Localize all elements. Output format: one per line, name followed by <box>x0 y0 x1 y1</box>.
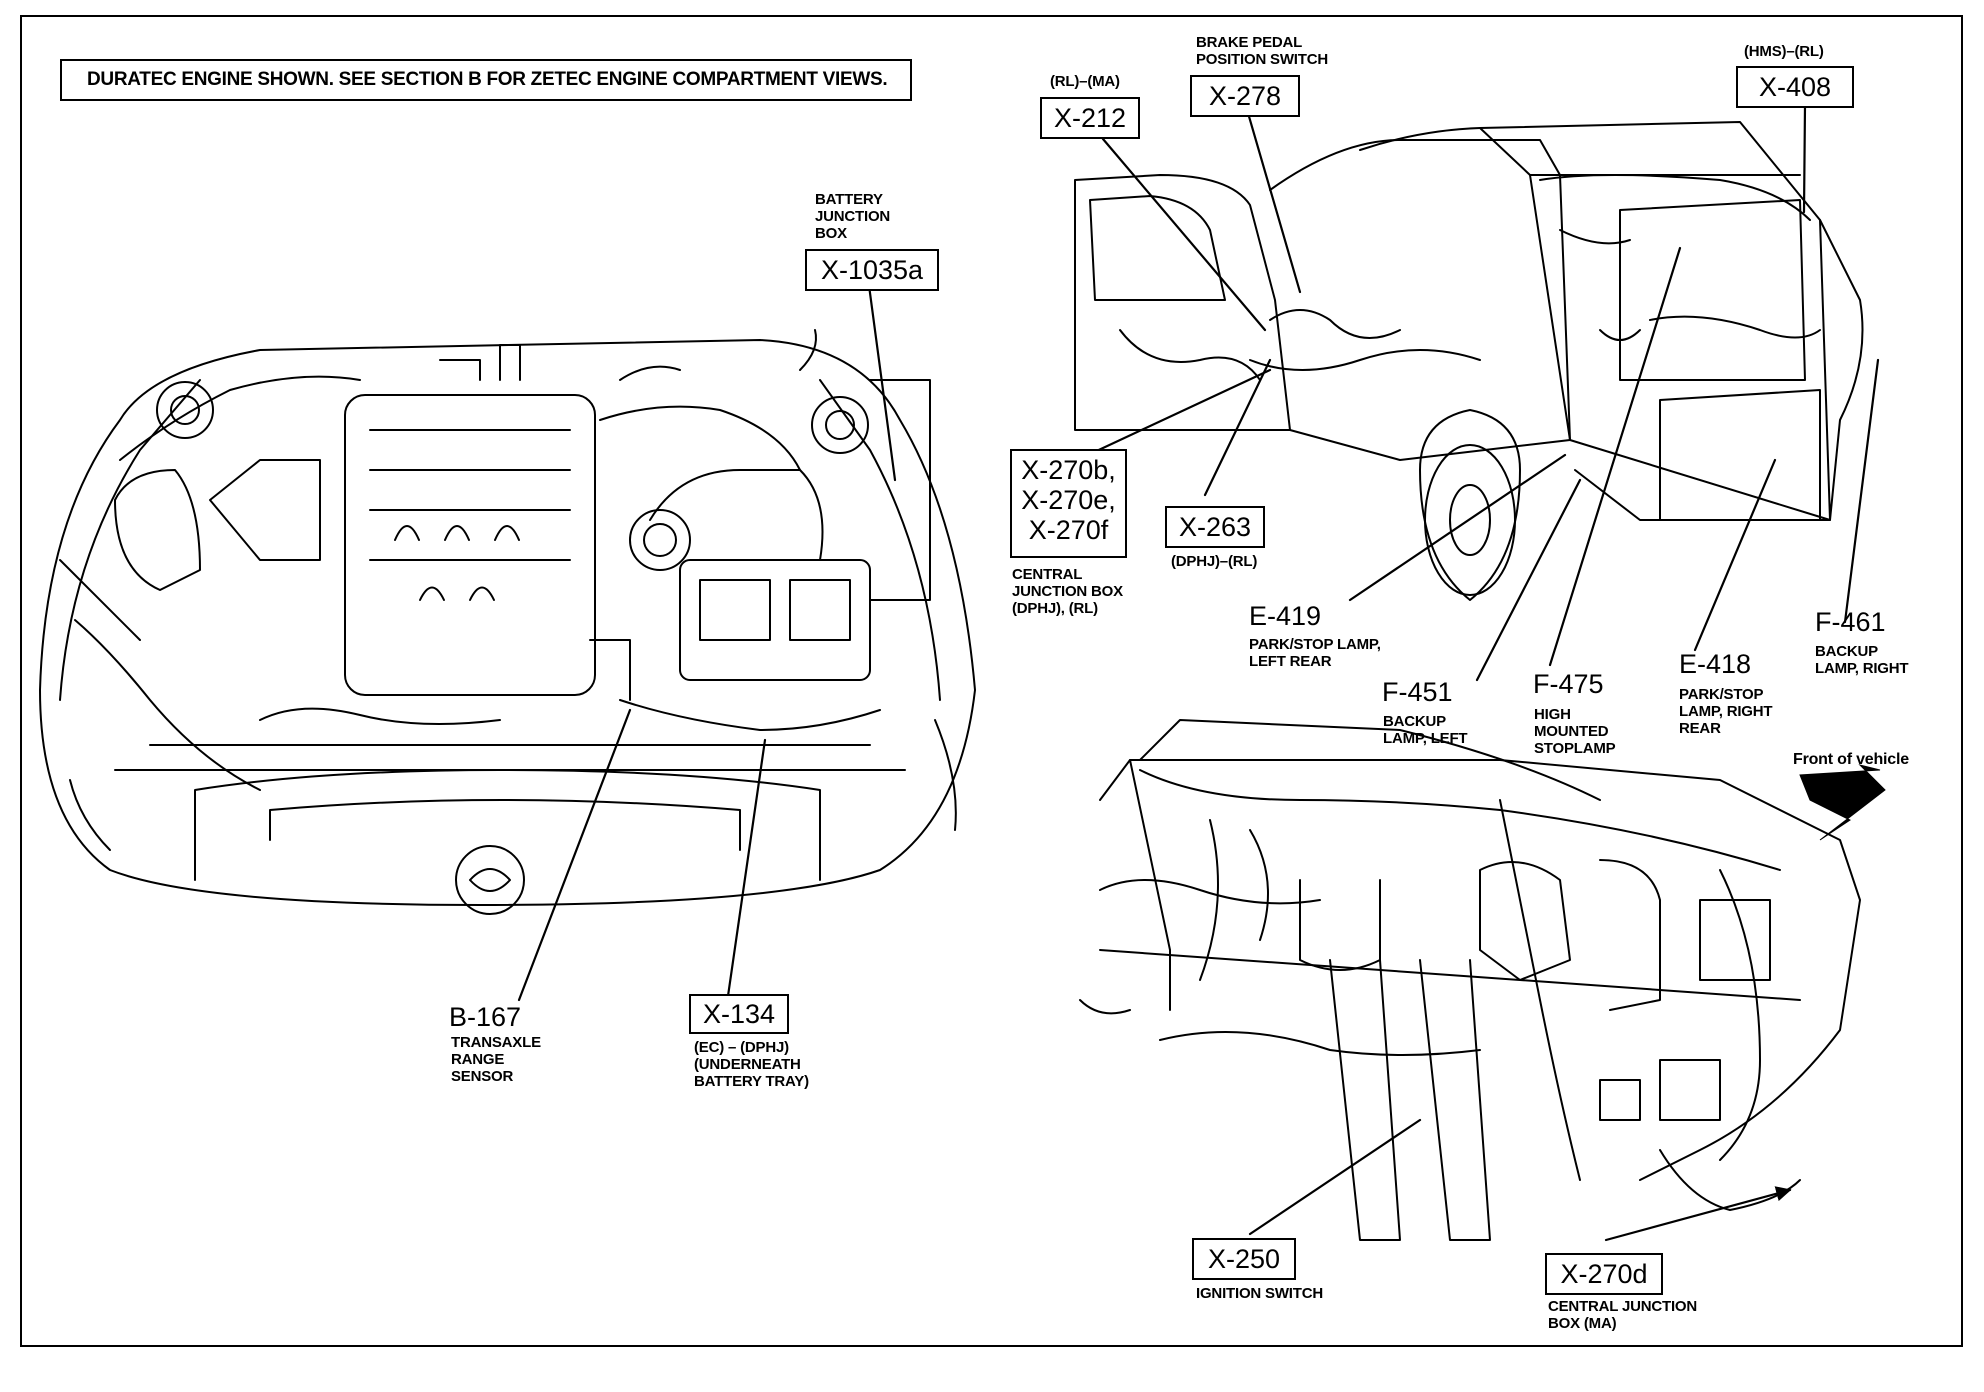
e419-label: E-419 <box>1249 601 1322 631</box>
leader-x134 <box>726 738 767 998</box>
connector-x278: X-278 <box>1190 75 1300 117</box>
leader-x263 <box>1203 358 1272 497</box>
leader-e418 <box>1693 458 1777 652</box>
connector-x250: X-250 <box>1192 1238 1296 1280</box>
vehicle-body-drawing <box>1074 121 1864 601</box>
header-note: DURATEC ENGINE SHOWN. SEE SECTION B FOR … <box>60 59 912 101</box>
x250-desc: IGNITION SWITCH <box>1196 1285 1323 1302</box>
leader-x212 <box>1101 137 1267 332</box>
leader-x278 <box>1246 111 1302 294</box>
connector-x270b-e-f: X-270b,X-270e,X-270f <box>1010 449 1127 558</box>
leader-x270d <box>1604 1186 1792 1242</box>
leader-x250 <box>1248 1118 1422 1236</box>
connector-x408: X-408 <box>1736 66 1854 108</box>
leader-b167 <box>517 708 632 1002</box>
front-arrow-icon <box>1799 764 1886 841</box>
connector-x270d: X-270d <box>1545 1253 1663 1295</box>
e419-desc: PARK/STOP LAMP,LEFT REAR <box>1249 636 1381 670</box>
engine-compartment-drawing <box>39 329 976 915</box>
b167-label: B-167 <box>449 1002 522 1032</box>
leader-x1035a <box>866 276 897 482</box>
leader-f451 <box>1475 478 1582 682</box>
connector-x134: X-134 <box>689 994 789 1034</box>
e418-label: E-418 <box>1679 649 1752 679</box>
x212-qualifier: (RL)–(MA) <box>1050 73 1120 90</box>
instrument-panel-drawing <box>1079 719 1861 1241</box>
f451-label: F-451 <box>1382 677 1453 707</box>
x263-qualifier: (DPHJ)–(RL) <box>1171 553 1258 570</box>
diagram-frame <box>20 15 1963 1347</box>
x408-qualifier: (HMS)–(RL) <box>1744 43 1824 60</box>
leader-x270bef <box>1086 368 1272 457</box>
front-of-vehicle-label: Front of vehicle <box>1793 751 1909 768</box>
connector-x263: X-263 <box>1165 506 1265 548</box>
leader-f475 <box>1548 246 1682 667</box>
leader-f461 <box>1843 358 1880 624</box>
connector-x1035a: X-1035a <box>805 249 939 291</box>
connector-x212: X-212 <box>1040 97 1140 139</box>
leader-x408 <box>1802 103 1807 214</box>
f461-label: F-461 <box>1815 607 1886 637</box>
f475-label: F-475 <box>1533 669 1604 699</box>
leader-e419 <box>1348 453 1567 602</box>
